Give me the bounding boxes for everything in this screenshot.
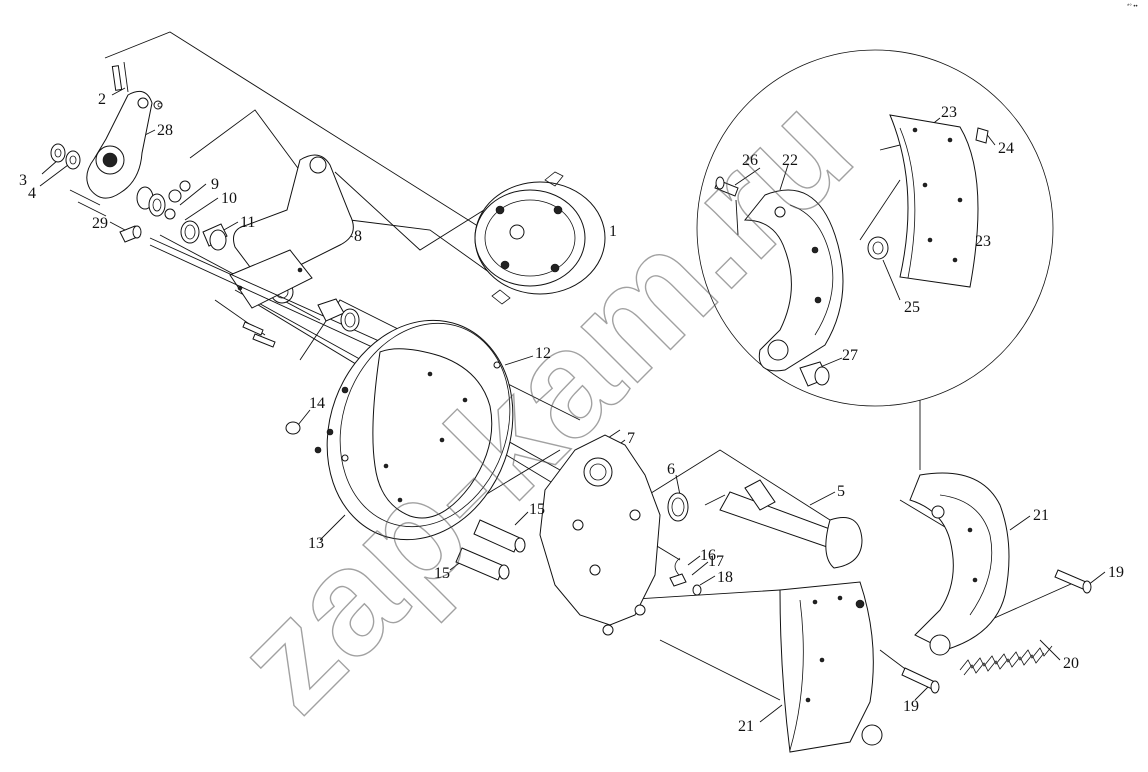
- small-bushing: [69, 189, 142, 243]
- detail-inset-circle: [696, 49, 1054, 407]
- brake-spider: [539, 434, 661, 636]
- callout-2: 2: [98, 91, 106, 108]
- callout-3: 3: [19, 172, 27, 189]
- dust-shield: [326, 319, 514, 541]
- callout-7: 7: [627, 430, 635, 447]
- callout-23-side: 23: [975, 233, 991, 250]
- callout-5: 5: [837, 483, 845, 500]
- callout-17: 17: [708, 553, 724, 570]
- corner-mark: *° ••: [1127, 4, 1138, 10]
- callout-12: 12: [535, 345, 551, 362]
- callout-18: 18: [717, 569, 733, 586]
- camshaft-bracket: [229, 154, 354, 309]
- callout-6: 6: [667, 461, 675, 478]
- callout-23-top: 23: [941, 104, 957, 121]
- cap-screws: [285, 386, 349, 454]
- callout-14: 14: [309, 395, 325, 412]
- callout-29: 29: [92, 215, 108, 232]
- callout-19-lower: 19: [903, 698, 919, 715]
- inset-shoe-web: [743, 189, 844, 372]
- small-clip-parts: [669, 557, 702, 596]
- camshaft-bushing-and-seals: [180, 220, 228, 251]
- anchor-pins: [455, 519, 526, 581]
- brake-shoe-right: [909, 472, 1010, 656]
- callout-19-right: 19: [1108, 564, 1124, 581]
- camshaft-washers: [136, 180, 191, 220]
- washers-3-4: [50, 143, 81, 170]
- callout-labels: 1 2 3 4 5 6 7 8 9 10 11 12 13 14 15 15 1…: [19, 91, 1124, 735]
- callout-21-lower: 21: [738, 718, 754, 735]
- callout-20: 20: [1063, 655, 1079, 672]
- callout-24: 24: [998, 140, 1014, 157]
- callout-1: 1: [609, 223, 617, 240]
- bracket-bolts: [242, 321, 276, 348]
- slack-adjuster: [86, 90, 163, 199]
- inset-pin: [714, 176, 739, 236]
- callout-28: 28: [157, 122, 173, 139]
- callout-27: 27: [842, 347, 858, 364]
- return-spring: [959, 645, 1053, 676]
- shoe-pins: [901, 569, 1092, 694]
- callout-25: 25: [904, 299, 920, 316]
- callout-9: 9: [211, 176, 219, 193]
- callout-22: 22: [782, 152, 798, 169]
- s-camshaft: [704, 479, 863, 569]
- brake-chamber: [474, 171, 606, 305]
- callout-10: 10: [221, 190, 237, 207]
- brake-shoe-bottom: [779, 581, 883, 753]
- inset-roller: [867, 236, 889, 260]
- callout-4: 4: [28, 185, 36, 202]
- inset-rivet: [975, 127, 989, 144]
- callout-26: 26: [742, 152, 758, 169]
- inset-bushing: [799, 361, 830, 387]
- callout-8: 8: [354, 228, 362, 245]
- callout-13: 13: [308, 535, 324, 552]
- inset-brake-lining: [889, 114, 979, 288]
- clevis-pin: [111, 61, 129, 93]
- callout-16: 16: [700, 547, 716, 564]
- callout-15-upper: 15: [529, 501, 545, 518]
- seal-ring: [667, 492, 689, 522]
- callout-11: 11: [240, 214, 255, 231]
- callout-15-lower: 15: [434, 565, 450, 582]
- rod-bushings: [317, 298, 360, 332]
- callout-21-right: 21: [1033, 507, 1049, 524]
